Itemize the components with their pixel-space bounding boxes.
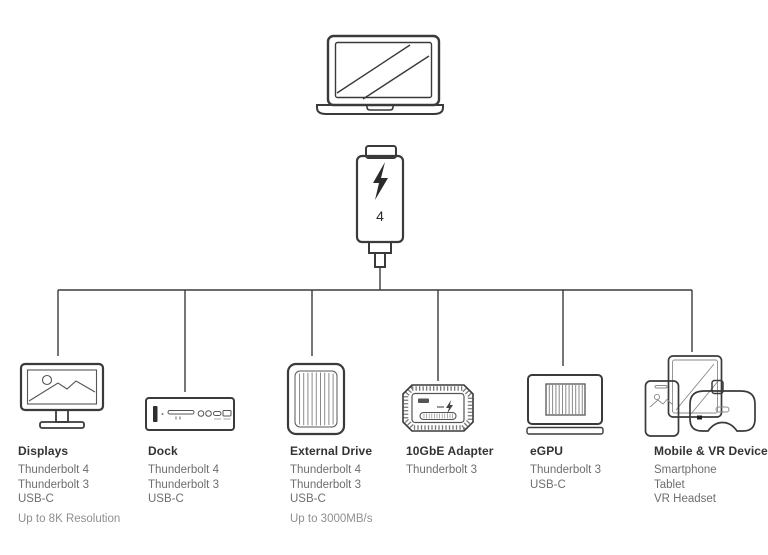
device-spec: Thunderbolt 3 [290,478,361,491]
device-column-external-drive: External Drive Thunderbolt 4 Thunderbolt… [290,444,415,526]
device-spec: Thunderbolt 4 [290,464,361,476]
device-spec: Thunderbolt 3 [148,478,219,491]
device-name: Dock [148,444,178,458]
device-spec: USB-C [18,493,54,505]
device-column-dock: Dock Thunderbolt 4 Thunderbolt 3 USB-C [148,444,273,507]
device-spec: USB-C [530,478,566,491]
device-spec: Smartphone [654,464,717,476]
smartphone-icon [644,380,680,437]
vr-headset-icon [689,379,756,432]
device-spec: Tablet [654,478,685,491]
device-column-displays: Displays Thunderbolt 4 Thunderbolt 3 USB… [18,444,143,526]
device-name: Mobile & VR Devices [654,444,768,458]
device-column-10gbe-adapter: 10GbE Adapter Thunderbolt 3 [406,444,531,478]
device-name: 10GbE Adapter [406,444,494,458]
external-drive-icon [286,362,346,436]
mobile-vr-icon [644,355,756,437]
lightning-bolt-icon [373,162,388,200]
device-spec: Thunderbolt 3 [530,464,601,476]
device-spec: USB-C [290,493,326,505]
monitor-icon [19,362,105,429]
device-note: Up to 8K Resolution [18,512,121,525]
thunderbolt-cable-icon: 4 [355,145,405,268]
dock-icon [145,397,235,431]
device-column-mobile-vr: Mobile & VR Devices Smartphone Tablet VR… [654,444,768,507]
tree-connector-lines [57,267,693,392]
device-spec: Thunderbolt 3 [406,464,477,476]
device-name: External Drive [290,444,373,458]
device-column-egpu: eGPU Thunderbolt 3 USB-C [530,444,655,492]
cable-port-number: 4 [376,208,384,224]
device-spec: Thunderbolt 4 [18,464,89,476]
egpu-icon [526,374,604,435]
network-adapter-icon [402,384,474,432]
device-spec: USB-C [148,493,184,505]
device-spec: VR Headset [654,493,717,505]
tablet-icon [667,355,723,420]
device-name: Displays [18,444,69,458]
device-note: Up to 3000MB/s [290,512,373,525]
device-spec: Thunderbolt 4 [148,464,219,476]
device-name: eGPU [530,444,564,458]
device-spec: Thunderbolt 3 [18,478,89,491]
laptop-icon [316,34,444,115]
